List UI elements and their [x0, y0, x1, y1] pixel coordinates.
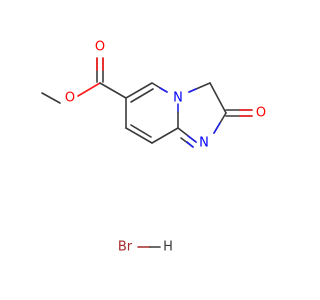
- bond-c5-n-blue: [159, 87, 168, 93]
- bond-c6-c5: [125, 82, 153, 99]
- molecule-structure-diagram: O O N N O Br H: [41, 40, 266, 255]
- atom-o-carbonyl-ester: O: [95, 40, 105, 55]
- bond-n-ch2-blue: [188, 88, 197, 93]
- bond-ch2-co: [209, 82, 227, 114]
- atom-o-ether-ester: O: [65, 91, 75, 106]
- bond-co-n-imine-blue: [213, 122, 221, 134]
- bond-c8a-c8: [151, 127, 179, 144]
- bond-n-imine-c8a-double-blue: [186, 141, 194, 148]
- atom-n-imine: N: [199, 136, 209, 151]
- bond-ester-carbon-ring: [99, 82, 127, 99]
- atom-o-ketone: O: [256, 106, 266, 121]
- atom-br: Br: [118, 240, 133, 255]
- bond-c8-c7-double: [130, 124, 152, 138]
- bond-n-imine-c8a-blue: [187, 135, 197, 143]
- atom-h: H: [163, 240, 173, 255]
- bond-c6-c5-double: [130, 88, 154, 103]
- atom-n-bridgehead: N: [173, 91, 183, 106]
- bond-c8-c7: [125, 127, 153, 144]
- bond-o-c-ester: [77, 82, 101, 97]
- bond-methyl-o: [41, 92, 61, 104]
